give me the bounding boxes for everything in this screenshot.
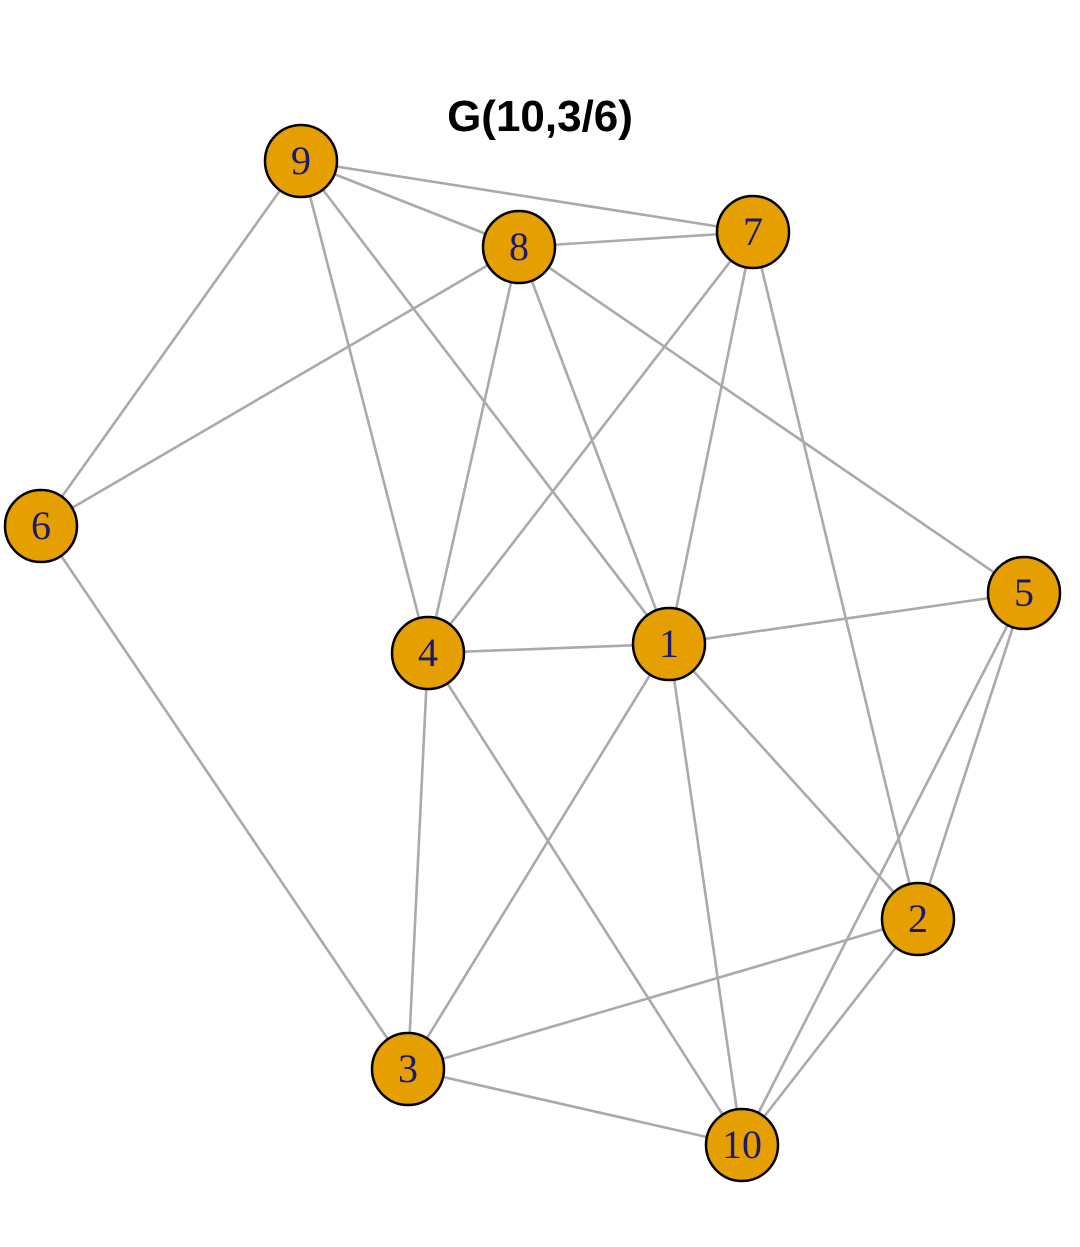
edge-8-5 (518, 245, 1025, 595)
edge-4-3 (406, 652, 430, 1070)
node-label-4: 4 (418, 630, 438, 675)
node-circle-4 (390, 615, 466, 691)
node-label-7: 7 (743, 209, 763, 254)
node-6: 6 (3, 488, 79, 564)
edge-5-2 (916, 592, 1026, 920)
edge-8-6 (40, 245, 520, 528)
edge-1-5 (668, 591, 1025, 646)
edge-5-10 (740, 592, 1026, 1146)
node-circle-5 (986, 555, 1062, 631)
edge-2-3 (407, 917, 919, 1071)
node-5: 5 (986, 555, 1062, 631)
edge-1-3 (406, 643, 671, 1070)
graph-title: G(10,3/6) (447, 92, 633, 141)
node-label-5: 5 (1014, 570, 1034, 615)
node-label-1: 1 (659, 621, 679, 666)
edge-3-10 (407, 1067, 743, 1147)
node-circle-7 (715, 194, 791, 270)
node-circle-10 (704, 1107, 780, 1183)
edge-9-7 (300, 159, 754, 234)
node-4: 4 (390, 615, 466, 691)
node-circle-8 (481, 209, 557, 285)
edge-9-6 (39, 160, 303, 527)
edge-7-2 (751, 231, 920, 920)
node-10: 10 (704, 1107, 780, 1183)
edge-2-10 (740, 918, 920, 1146)
edge-1-10 (667, 643, 744, 1146)
edge-8-1 (517, 246, 671, 645)
node-2: 2 (880, 881, 956, 957)
edge-4-1 (427, 642, 670, 655)
nodes-layer: 1 2 3 4 5 6 7 8 9 10 (3, 123, 1062, 1183)
edge-6-3 (39, 525, 410, 1070)
node-circle-1 (631, 606, 707, 682)
edge-9-4 (299, 160, 430, 654)
edge-7-4 (426, 231, 755, 654)
edge-9-8 (300, 159, 520, 249)
node-8: 8 (481, 209, 557, 285)
node-label-8: 8 (509, 224, 529, 269)
edge-8-7 (518, 230, 754, 249)
edge-1-2 (668, 643, 919, 920)
node-1: 1 (631, 606, 707, 682)
edge-4-10 (426, 652, 744, 1146)
node-9: 9 (263, 123, 339, 199)
node-circle-2 (880, 881, 956, 957)
node-circle-3 (370, 1031, 446, 1107)
node-label-9: 9 (291, 138, 311, 183)
edge-7-1 (667, 231, 755, 645)
edges-layer (39, 159, 1026, 1147)
node-7: 7 (715, 194, 791, 270)
node-3: 3 (370, 1031, 446, 1107)
node-label-3: 3 (398, 1046, 418, 1091)
node-circle-9 (263, 123, 339, 199)
edge-8-4 (426, 246, 521, 654)
node-circle-6 (3, 488, 79, 564)
node-label-10: 10 (722, 1122, 762, 1167)
node-label-6: 6 (31, 503, 51, 548)
node-label-2: 2 (908, 896, 928, 941)
